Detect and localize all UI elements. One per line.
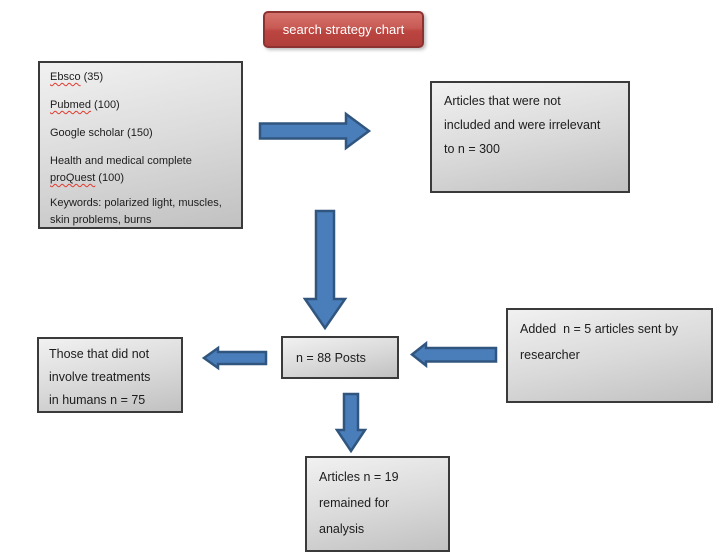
source-line-pubmed: Pubmed (100): [50, 99, 120, 111]
added-line: researcher: [520, 348, 580, 362]
misspelled-word: proQuest: [50, 172, 96, 184]
keywords-line-2: skin problems, burns: [50, 214, 152, 226]
remained-analysis-box: Articles n = 19 remained for analysis: [305, 456, 450, 552]
added-line: Added n = 5 articles sent by: [520, 322, 679, 336]
title-label: search strategy chart: [282, 22, 405, 37]
humans-exclusion-box: Those that did not involve treatments in…: [37, 337, 183, 413]
excluded-line: Articles that were not: [444, 94, 561, 108]
source-line-ebsco: Ebsco (35): [50, 71, 104, 83]
title-box: search strategy chart: [263, 11, 424, 48]
keywords-line-1: Keywords: polarized light, muscles,: [50, 197, 222, 209]
humans-line: Those that did not: [49, 347, 150, 361]
source-line-google-scholar: Google scholar (150): [50, 127, 153, 139]
source-line-proquest: proQuest (100): [50, 172, 124, 184]
sources-box: Ebsco (35) Pubmed (100) Google scholar (…: [38, 61, 243, 229]
excluded-line: included and were irrelevant: [444, 118, 601, 132]
humans-line: involve treatments: [49, 370, 151, 384]
excluded-articles-box: Articles that were not included and were…: [430, 81, 630, 193]
source-line-health-medical: Health and medical complete: [50, 155, 192, 167]
excluded-line: to n = 300: [444, 142, 500, 156]
down-block-arrow-small: [334, 392, 368, 454]
misspelled-word: Pubmed: [50, 99, 91, 111]
remained-line: analysis: [319, 522, 365, 536]
misspelled-word: Ebsco: [50, 71, 81, 83]
left-block-arrow: [201, 345, 268, 371]
added-articles-box: Added n = 5 articles sent by researcher: [506, 308, 713, 403]
posts-count-label: n = 88 Posts: [296, 350, 366, 365]
left-block-arrow-added: [409, 340, 498, 369]
humans-line: in humans n = 75: [49, 393, 146, 407]
posts-count-box: n = 88 Posts: [281, 336, 399, 379]
right-block-arrow: [258, 111, 372, 151]
remained-line: Articles n = 19: [319, 470, 399, 484]
remained-line: remained for: [319, 496, 390, 510]
down-block-arrow: [302, 209, 348, 331]
